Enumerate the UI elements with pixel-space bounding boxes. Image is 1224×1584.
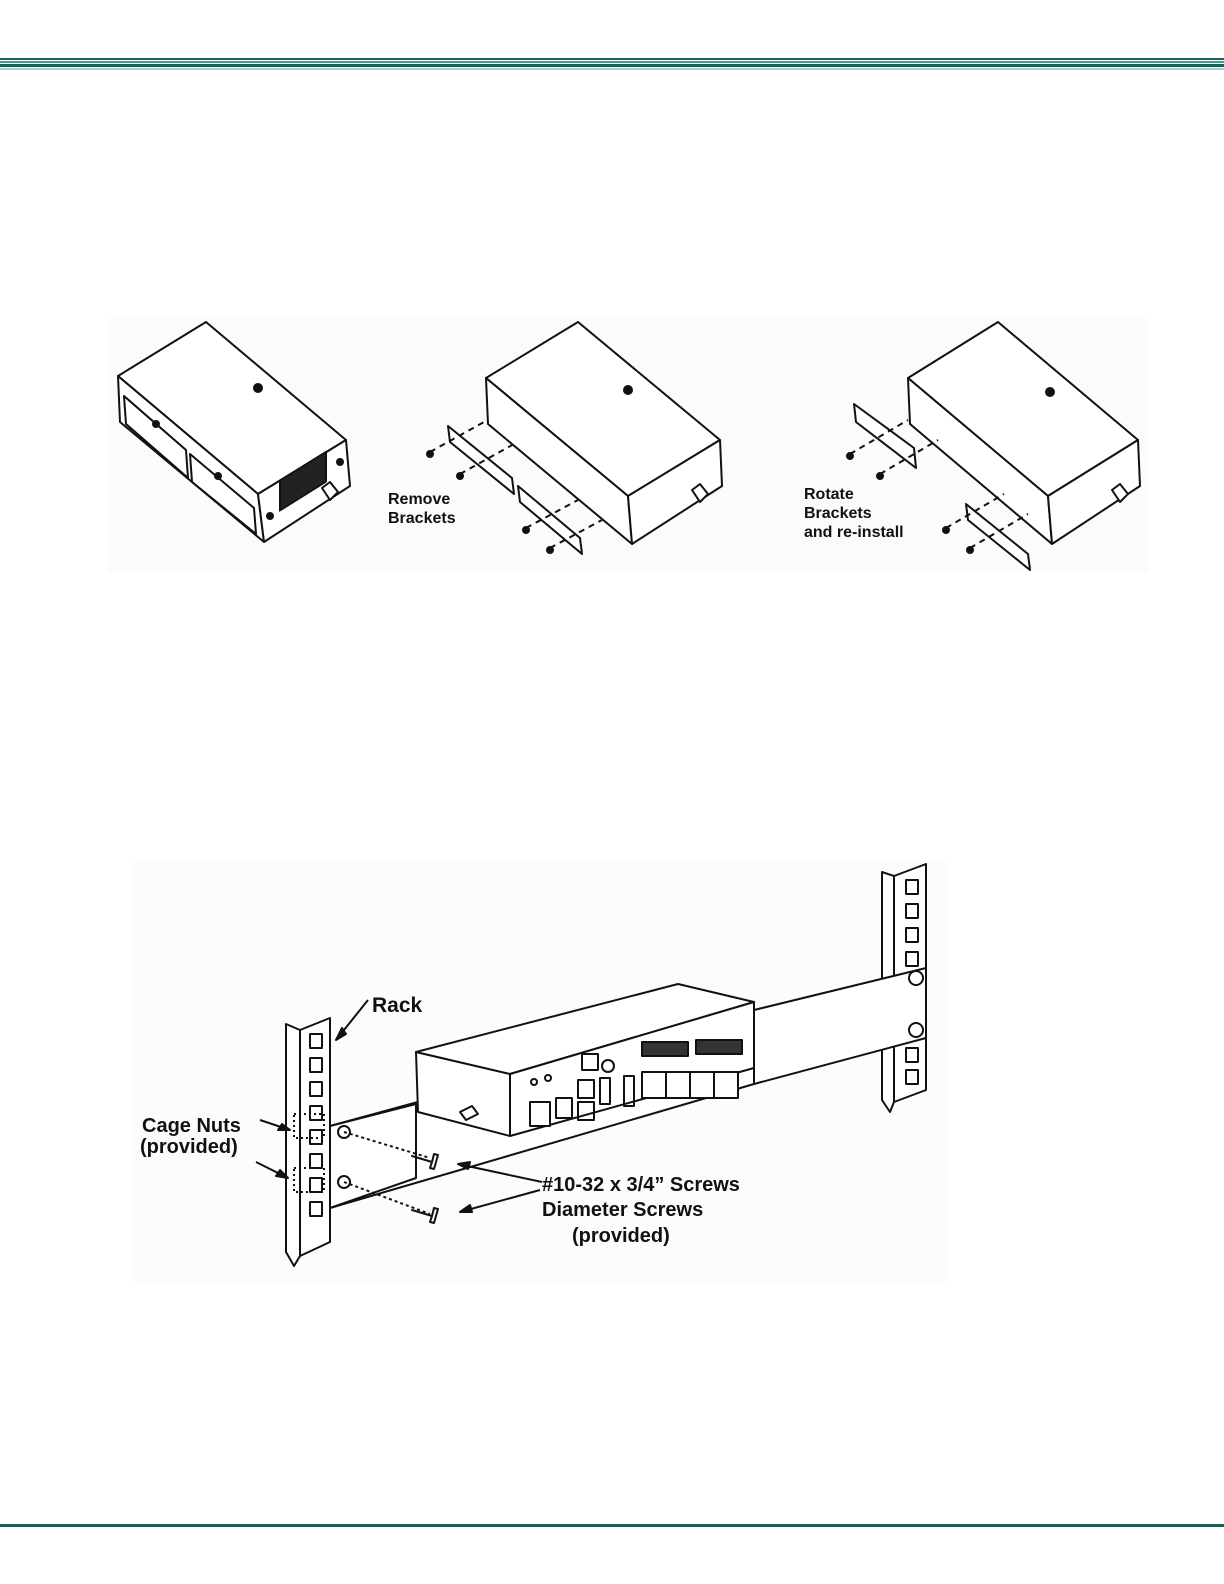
rack-mounting-figure: Rack Cage Nuts (provided) #10-32 x 3/4” …	[130, 862, 950, 1286]
bracket-rotation-figure: Remove Brackets Rotate Brackets and re-i…	[108, 318, 1148, 572]
caption-line: Rotate	[804, 486, 854, 503]
label-line: Diameter Screws	[542, 1199, 703, 1221]
caption-line: and re-install	[804, 524, 904, 541]
caption-line: Remove	[388, 491, 450, 508]
rack-mounting-illustration: Rack Cage Nuts (provided) #10-32 x 3/4” …	[130, 862, 950, 1286]
cage-nuts-label: Cage Nuts (provided)	[140, 1115, 241, 1158]
caption-line: Brackets	[388, 510, 456, 527]
left-rack-rail-illustration	[286, 1018, 330, 1266]
footer-rule	[0, 1524, 1224, 1527]
caption-line: Brackets	[804, 505, 872, 522]
label-line: Cage Nuts	[142, 1115, 241, 1137]
label-line: (provided)	[140, 1136, 238, 1158]
rack-label: Rack	[372, 994, 423, 1017]
label-line: #10-32 x 3/4” Screws	[542, 1174, 740, 1196]
bracket-rotation-illustration: Remove Brackets Rotate Brackets and re-i…	[108, 318, 1148, 572]
label-line: (provided)	[572, 1225, 670, 1247]
header-rule	[0, 58, 1224, 72]
